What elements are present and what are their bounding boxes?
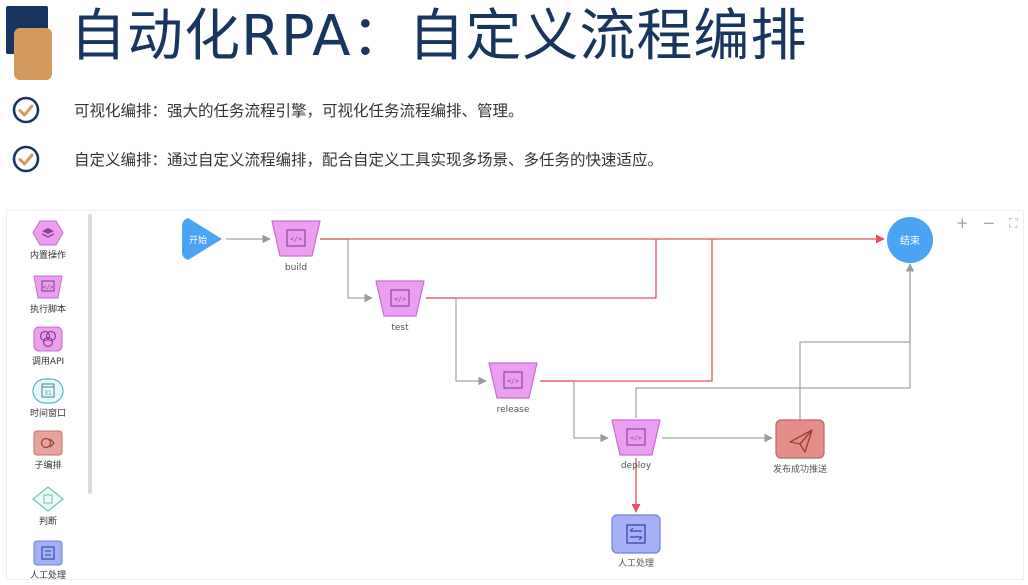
palette-item-manual[interactable]: 人工处理 bbox=[6, 540, 90, 581]
sub-flow-icon bbox=[33, 430, 63, 456]
palette-item-time-window[interactable]: 31 时间窗口 bbox=[6, 378, 90, 419]
notify-node-label: 发布成功推送 bbox=[773, 463, 827, 475]
bullet-item: 自定义编排：通过自定义流程编排，配合自定义工具实现多场景、多任务的快速适应。 bbox=[12, 143, 663, 175]
deploy-node-label: deploy bbox=[621, 461, 652, 471]
notify-node[interactable]: 发布成功推送 bbox=[773, 419, 827, 475]
edge-release-deploy bbox=[540, 380, 609, 443]
deploy-node[interactable]: </> deploy bbox=[611, 419, 661, 471]
release-node-label: release bbox=[497, 405, 530, 415]
edge-notify-end bbox=[799, 263, 915, 420]
palette-label: 调用API bbox=[31, 357, 65, 367]
release-node[interactable]: </> release bbox=[488, 362, 538, 415]
check-circle-icon bbox=[12, 96, 40, 124]
canvas-toolbar: + − ⛶ bbox=[956, 214, 1018, 232]
palette-label: 执行脚本 bbox=[29, 305, 66, 315]
end-node[interactable]: 结束 bbox=[887, 217, 933, 263]
swap-icon bbox=[629, 527, 643, 541]
slide-title: 自动化RPA：自定义流程编排 bbox=[70, 4, 808, 69]
build-node[interactable]: </> build bbox=[271, 220, 321, 273]
layers-icon bbox=[32, 220, 64, 246]
svg-text:</>: </> bbox=[630, 434, 642, 442]
check-circle-icon bbox=[12, 145, 40, 173]
bullet-item: 可视化编排：强大的任务流程引擎，可视化任务流程编排、管理。 bbox=[12, 94, 524, 126]
svg-text:</>: </> bbox=[43, 284, 54, 291]
zoom-in-button[interactable]: + bbox=[956, 214, 969, 232]
palette-item-script[interactable]: </> 执行脚本 bbox=[6, 274, 90, 315]
palette-label: 内置操作 bbox=[29, 251, 66, 261]
palette-label: 时间窗口 bbox=[29, 409, 66, 419]
palette-item-condition[interactable]: 判断 bbox=[6, 486, 90, 527]
script-icon: </> bbox=[33, 275, 63, 299]
fullscreen-button[interactable]: ⛶ bbox=[1009, 216, 1018, 230]
diamond-icon bbox=[32, 486, 64, 512]
start-node[interactable]: 开始 bbox=[182, 218, 222, 260]
palette-label: 子编排 bbox=[34, 461, 62, 471]
logo-gold-block bbox=[14, 28, 52, 80]
svg-text:</>: </> bbox=[394, 295, 406, 303]
svg-text:</>: </> bbox=[290, 235, 302, 243]
test-node[interactable]: </> test bbox=[375, 280, 425, 333]
bullet-text: 可视化编排：强大的任务流程引擎，可视化任务流程编排、管理。 bbox=[74, 102, 524, 120]
send-icon bbox=[789, 429, 813, 453]
svg-text:31: 31 bbox=[44, 390, 52, 397]
edge-build-test bbox=[320, 238, 373, 303]
calendar-icon: 31 bbox=[32, 378, 64, 404]
svg-text:</>: </> bbox=[507, 377, 519, 385]
edge-test-release bbox=[426, 297, 487, 386]
palette-item-sub-flow[interactable]: 子编排 bbox=[6, 430, 90, 471]
zoom-out-button[interactable]: − bbox=[982, 214, 996, 232]
palette-label: 判断 bbox=[38, 517, 57, 527]
edge-test-end-fail bbox=[426, 239, 657, 299]
test-node-label: test bbox=[391, 323, 409, 333]
bullet-text: 自定义编排：通过自定义流程编排，配合自定义工具实现多场景、多任务的快速适应。 bbox=[74, 151, 664, 169]
api-icon bbox=[33, 326, 63, 352]
palette-item-builtin[interactable]: 内置操作 bbox=[6, 220, 90, 261]
edge-deploy-end bbox=[635, 264, 911, 418]
manual-icon bbox=[33, 540, 63, 566]
edge-release-end-fail bbox=[540, 239, 713, 382]
node-palette: 内置操作 </> 执行脚本 调用API 31 时间窗口 bbox=[6, 210, 90, 581]
manual-node-label: 人工处理 bbox=[618, 557, 654, 569]
start-node-label: 开始 bbox=[189, 234, 207, 246]
manual-node[interactable]: 人工处理 bbox=[611, 514, 661, 569]
end-node-label: 结束 bbox=[900, 234, 920, 247]
palette-scrollbar[interactable] bbox=[88, 214, 92, 494]
palette-label: 人工处理 bbox=[29, 571, 66, 581]
build-node-label: build bbox=[285, 263, 307, 273]
palette-item-api[interactable]: 调用API bbox=[6, 326, 90, 367]
